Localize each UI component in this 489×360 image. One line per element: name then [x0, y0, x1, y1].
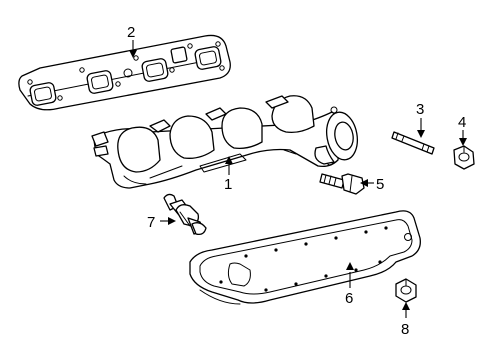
callout-8-label: 8 — [401, 321, 409, 338]
callout-2-label: 2 — [127, 24, 135, 41]
callout-6-label: 6 — [345, 290, 353, 307]
callout-4-label: 4 — [458, 114, 466, 131]
manifold-gasket-icon[interactable] — [18, 34, 231, 111]
callout-3-label: 3 — [416, 101, 424, 118]
stud-icon[interactable] — [391, 131, 435, 155]
exhaust-manifold-icon[interactable] — [91, 95, 361, 189]
bolt-icon[interactable] — [319, 173, 365, 195]
callout-3: 3 — [416, 101, 425, 138]
callout-7: 7 — [147, 214, 176, 231]
callout-7-label: 7 — [147, 214, 155, 231]
hex-nut-icon[interactable] — [453, 145, 475, 170]
callout-1: 1 — [224, 156, 233, 193]
callout-4: 4 — [458, 114, 467, 146]
callout-6: 6 — [345, 262, 354, 307]
sensor-icon[interactable] — [163, 193, 207, 236]
callout-1-label: 1 — [224, 176, 232, 193]
callout-5-label: 5 — [376, 176, 384, 193]
callout-2: 2 — [127, 24, 137, 58]
callout-8: 8 — [401, 302, 410, 338]
hex-nut-icon[interactable] — [395, 278, 417, 303]
callout-5: 5 — [360, 176, 384, 193]
heat-shield-icon[interactable] — [189, 210, 421, 305]
